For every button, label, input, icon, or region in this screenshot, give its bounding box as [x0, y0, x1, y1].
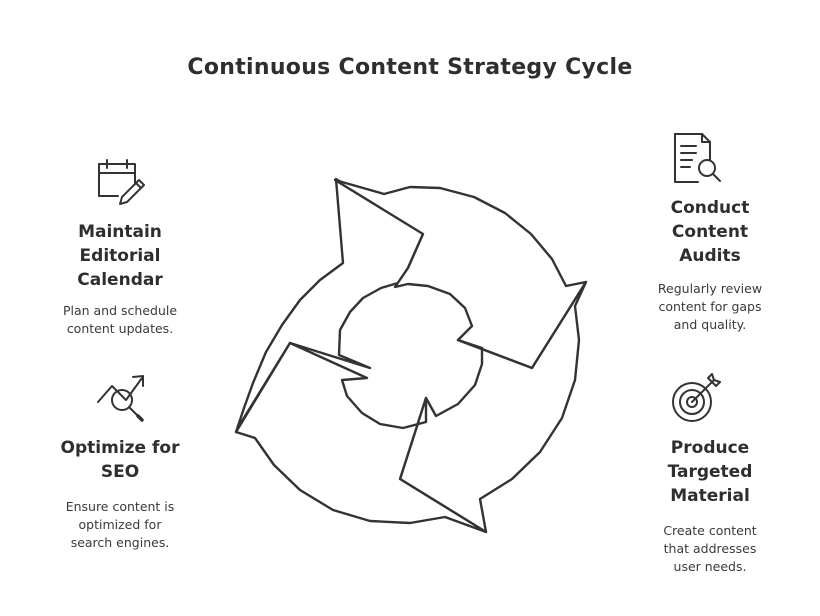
step-maintain-editorial-calendar: Maintain Editorial Calendar Plan and sch… — [30, 220, 210, 338]
step-description: Plan and schedule content updates. — [62, 303, 178, 336]
step-conduct-content-audits: Conduct Content Audits Regularly review … — [605, 196, 815, 334]
cycle-arrow-left — [234, 341, 488, 534]
cycle-diagram — [234, 177, 588, 534]
step-heading: Conduct Content Audits — [670, 198, 750, 266]
step-description: Regularly review content for gaps and qu… — [657, 281, 763, 332]
step-description: Ensure content is optimized for search e… — [65, 499, 175, 550]
step-heading: Optimize for SEO — [60, 438, 180, 482]
step-optimize-for-seo: Optimize for SEO Ensure content is optim… — [30, 436, 210, 552]
document-search-icon — [672, 132, 722, 184]
step-heading: Produce Targeted Material — [667, 438, 753, 506]
step-heading: Maintain Editorial Calendar — [77, 222, 163, 290]
step-description: Create content that addresses user needs… — [663, 523, 757, 574]
diagram-title: Continuous Content Strategy Cycle — [187, 55, 633, 80]
target-arrow-icon — [670, 372, 724, 424]
calendar-pencil-icon — [96, 158, 148, 206]
step-produce-targeted-material: Produce Targeted Material Create content… — [605, 436, 815, 576]
trend-magnifier-icon — [96, 372, 150, 422]
